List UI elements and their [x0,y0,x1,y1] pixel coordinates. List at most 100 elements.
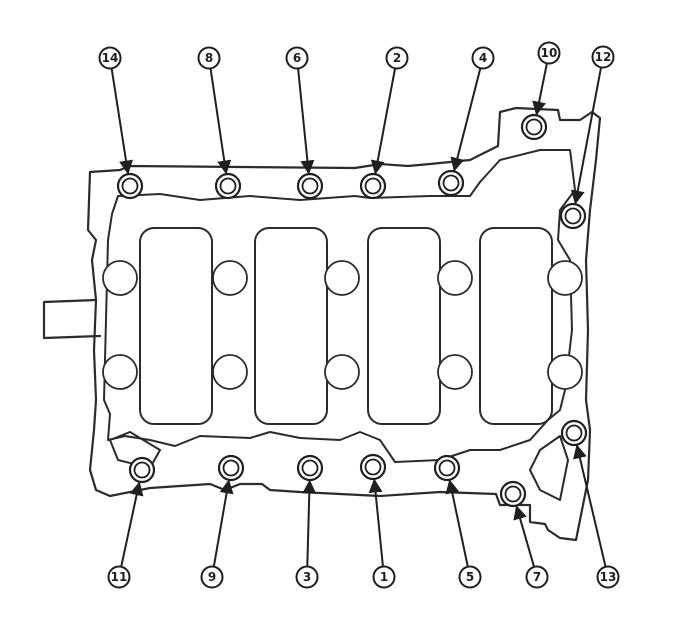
bolt-head-inner [364,177,382,195]
callout-number: 14 [102,51,119,65]
leader-arrow [120,481,144,567]
bolt-head-inner [504,485,522,503]
round-opening [212,260,248,296]
round-opening [102,260,138,296]
leader-arrow [445,479,469,567]
callout-number: 1 [380,570,388,584]
bolt-head [214,172,242,200]
bolt-head-inner [438,459,456,477]
leader-arrow [532,63,548,116]
bearing-window-3 [367,227,441,425]
leader-arrow [370,68,396,175]
callout-badge [200,565,224,589]
bolt-head-inner [121,177,139,195]
leader-arrow [212,479,234,567]
bolt-head [359,172,387,200]
callout-number: 4 [479,51,487,65]
bolt-head [560,419,588,447]
callout-badge [537,41,561,65]
bolt-3: 3 [295,454,324,589]
bearing-windows [139,227,553,425]
leader-arrow [513,505,535,567]
casting-outline [42,106,602,542]
round-opening [437,260,473,296]
callout-number: 9 [208,570,216,584]
round-opening [102,354,138,390]
bolt-head-inner [442,174,460,192]
leader-arrow [368,478,384,567]
round-openings [102,260,583,390]
bolt-9: 9 [200,454,245,589]
leader-arrow [209,68,232,175]
round-opening [547,354,583,390]
bolt-head [559,202,587,230]
callout-badge [385,46,409,70]
bolt-head [437,169,465,197]
callout-number: 8 [205,51,213,65]
bolt-head-inner [565,424,583,442]
bolt-head [359,453,387,481]
bolt-head [116,172,144,200]
bolt-12: 12 [559,45,615,230]
bearing-window-1 [139,227,213,425]
left-pocket [109,431,161,469]
callout-badge [372,565,396,589]
bolt-head [296,454,324,482]
callout-number: 12 [595,50,612,64]
round-opening [324,354,360,390]
bolt-head [520,113,548,141]
callout-number: 2 [393,51,401,65]
bolt-6: 6 [285,46,324,200]
callout-badge [471,46,495,70]
round-opening [324,260,360,296]
callout-badge [458,565,482,589]
inner-rim [103,149,576,463]
bolt-head-inner [364,458,382,476]
callout-number: 6 [293,51,301,65]
bolt-head [499,480,527,508]
bolt-head [128,456,156,484]
leader-arrow [573,444,607,567]
leader-arrow [110,68,133,175]
bolt-head-inner [301,177,319,195]
bolt-5: 5 [433,454,482,589]
round-opening [547,260,583,296]
bolt-4: 4 [437,46,495,197]
callout-number: 11 [111,570,128,584]
bearing-window-4 [479,227,553,425]
bolt-head [433,454,461,482]
bolt-13: 13 [560,419,620,589]
callout-badge [107,565,131,589]
bolt-head-inner [525,118,543,136]
bolt-7: 7 [499,480,549,589]
leader-arrow [450,68,482,172]
callout-badge [98,46,122,70]
callout-badge [285,46,309,70]
right-pocket [529,435,569,501]
bearing-window-2 [254,227,328,425]
bolt-head-inner [222,459,240,477]
callout-badge [525,565,549,589]
leader-arrow [570,67,602,205]
callout-badge [295,565,319,589]
bolt-2: 2 [359,46,409,200]
bolt-head [296,172,324,200]
bolt-8: 8 [197,46,242,200]
bolt-14: 14 [98,46,144,200]
bolt-1: 1 [359,453,396,589]
bolt-head-inner [301,459,319,477]
front-snout [42,298,102,340]
bolt-head-inner [133,461,151,479]
round-opening [437,354,473,390]
bolt-10: 10 [520,41,561,141]
leader-arrow [302,479,317,567]
bolt-head [217,454,245,482]
callout-number: 3 [303,570,311,584]
round-opening [212,354,248,390]
bolt-head-inner [219,177,237,195]
callout-number: 13 [600,570,617,584]
leader-arrow [297,68,315,175]
